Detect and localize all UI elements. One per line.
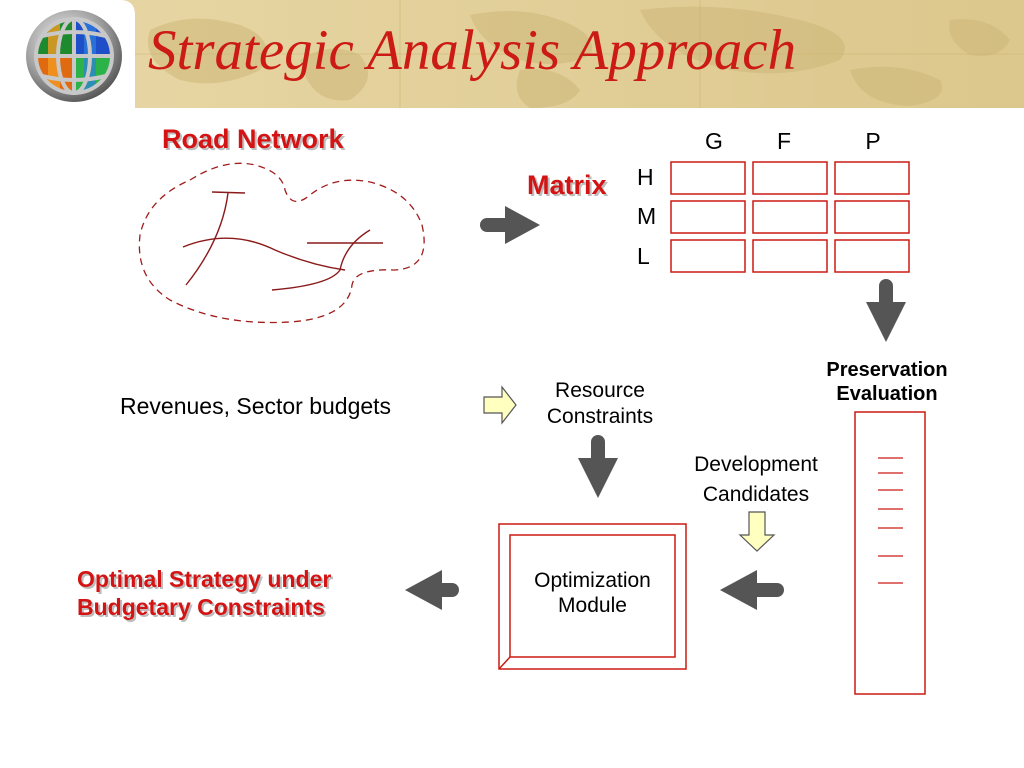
road-network-boundary [138, 162, 425, 324]
preservation-box [854, 411, 926, 695]
development-candidates-label: Development Candidates [670, 450, 842, 510]
preservation-line2: Evaluation [836, 383, 938, 405]
matrix-col-g: G [705, 128, 723, 154]
matrix-cell-m-f [752, 200, 828, 234]
optimization-line1: Optimization [534, 569, 651, 592]
result-line2: Budgetary Constraints [77, 594, 325, 620]
header-banner: Strategic Analysis Approach [0, 0, 1024, 108]
result-line1: Optimal Strategy under [77, 566, 332, 592]
matrix-row-l: L [637, 243, 650, 269]
resource-line2: Constraints [546, 405, 654, 428]
matrix-cell-l-p [834, 239, 910, 273]
road-lines [182, 191, 383, 291]
optimization-line2: Module [558, 594, 627, 617]
matrix-row-m: M [637, 203, 657, 229]
preservation-line1: Preservation [826, 359, 948, 381]
optimal-strategy-label: Optimal Strategy under Budgetary Constra… [77, 565, 331, 621]
arrow-development-down [738, 511, 776, 552]
matrix-cell-m-p [834, 200, 910, 234]
matrix-col-p: P [865, 128, 881, 154]
matrix-row-h: H [637, 164, 654, 190]
resource-line1: Resource [555, 379, 645, 402]
arrow-to-preservation [866, 279, 906, 342]
matrix-cell-l-f [752, 239, 828, 273]
matrix-cell-m-g [670, 200, 746, 234]
matrix-col-f: F [776, 128, 792, 154]
development-line2: Candidates [702, 483, 810, 506]
matrix-cell-l-g [670, 239, 746, 273]
arrow-revenues-to-resource [483, 385, 517, 425]
arrow-preservation-to-optimization [720, 570, 784, 610]
matrix-cell-h-g [670, 161, 746, 195]
matrix-label: Matrix [527, 170, 607, 200]
optimization-module-box [498, 523, 687, 670]
matrix-cell-h-p [834, 161, 910, 195]
preservation-ticks [878, 457, 903, 584]
arrow-to-result [405, 570, 459, 610]
banner-background [0, 0, 1024, 108]
page-title: Strategic Analysis Approach [148, 19, 797, 82]
matrix-grid [670, 161, 910, 273]
resource-constraints-label: Resource Constraints [522, 378, 678, 430]
development-line1: Development [694, 453, 818, 476]
matrix-cell-h-f [752, 161, 828, 195]
arrow-resource-to-optimization [578, 435, 618, 498]
revenues-label: Revenues, Sector budgets [120, 393, 392, 419]
globe-icon [18, 6, 130, 106]
road-network-label: Road Network [162, 124, 344, 154]
optimization-module-label: Optimization Module [510, 568, 675, 618]
arrow-to-matrix [480, 206, 540, 244]
preservation-evaluation-label: Preservation Evaluation [800, 358, 974, 406]
